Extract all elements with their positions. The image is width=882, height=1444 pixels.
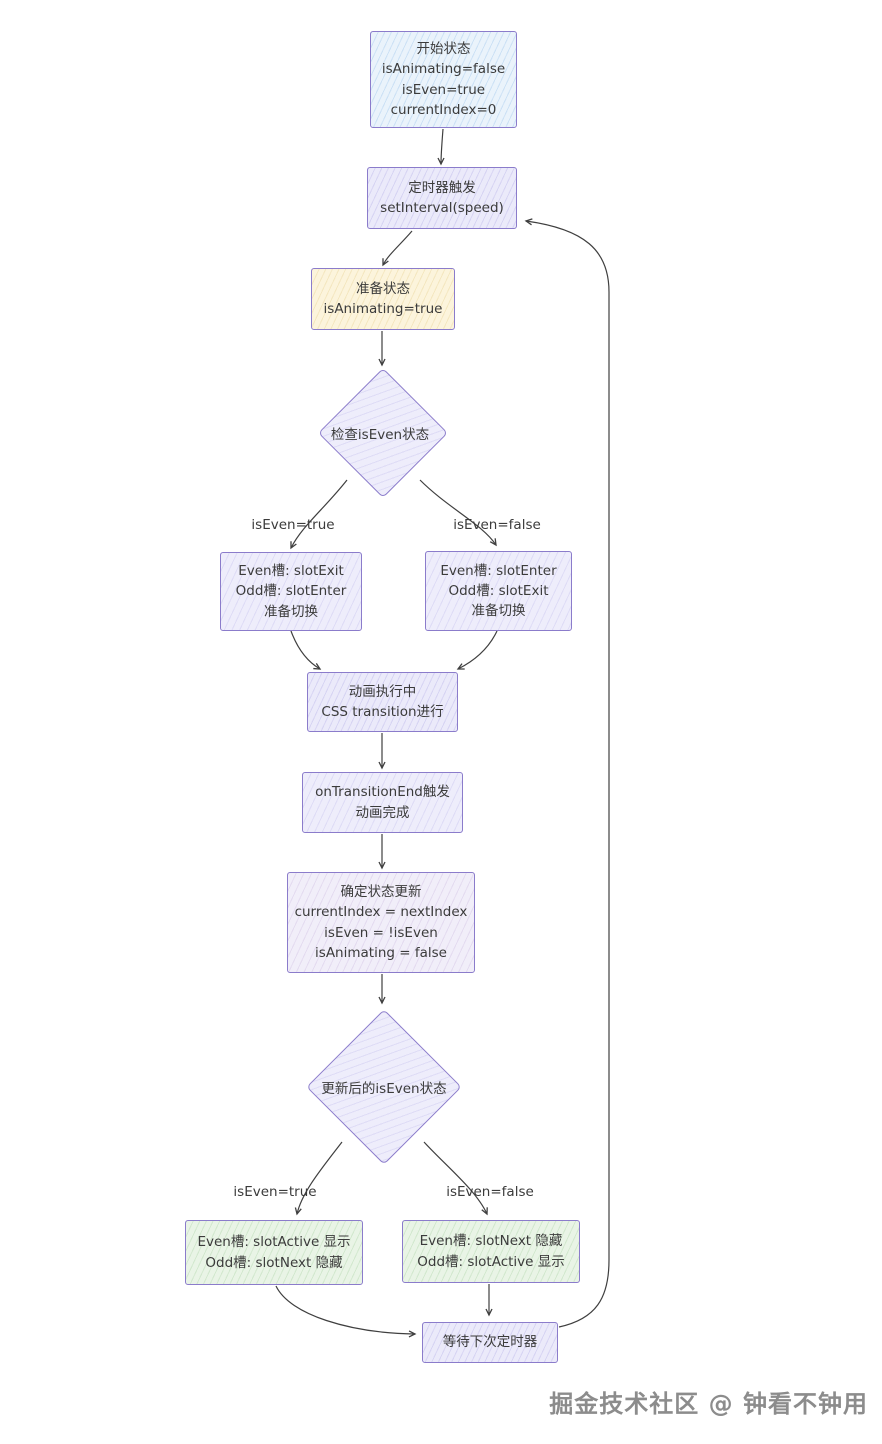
node-line: 确定状态更新 <box>340 884 422 900</box>
node-line: currentIndex = nextIndex <box>294 904 468 921</box>
node-state-update: 确定状态更新 currentIndex = nextIndex isEven =… <box>287 872 475 973</box>
node-transition-end: onTransitionEnd触发 动画完成 <box>302 772 463 833</box>
node-branch-even-false: Even槽: slotEnter Odd槽: slotExit 准备切换 <box>425 551 572 631</box>
node-wait-next-timer: 等待下次定时器 <box>422 1322 558 1363</box>
node-result-even-true: Even槽: slotActive 显示 Odd槽: slotNext 隐藏 <box>185 1220 363 1285</box>
node-line: Even槽: slotActive 显示 <box>197 1234 351 1251</box>
node-line: isEven=true <box>401 81 486 98</box>
node-line: Odd槽: slotActive 显示 <box>417 1253 565 1270</box>
node-line: Even槽: slotExit <box>238 563 344 580</box>
node-line: Even槽: slotEnter <box>440 562 557 579</box>
decision-updated-iseven-label: 更新后的isEven状态 <box>321 1081 447 1097</box>
edge-label-iseven-true: isEven=true <box>251 517 335 533</box>
node-line: 定时器触发 <box>408 179 476 196</box>
node-branch-even-true: Even槽: slotExit Odd槽: slotEnter 准备切换 <box>220 552 362 631</box>
node-line: 动画完成 <box>355 804 410 821</box>
edge-label-updated-iseven-true: isEven=true <box>233 1184 317 1200</box>
node-line: onTransitionEnd触发 <box>315 784 450 801</box>
node-line: isAnimating=true <box>323 301 443 317</box>
node-timer-trigger: 定时器触发 setInterval(speed) <box>367 167 517 229</box>
node-line: Odd槽: slotNext 隐藏 <box>205 1254 343 1271</box>
node-start-state: 开始状态 isAnimating=false isEven=true curre… <box>370 31 517 128</box>
node-line: setInterval(speed) <box>380 200 504 216</box>
node-line: currentIndex=0 <box>390 101 497 118</box>
node-line: Even槽: slotNext 隐藏 <box>419 1233 563 1250</box>
edge-label-updated-iseven-false: isEven=false <box>446 1184 534 1200</box>
node-line: CSS transition进行 <box>321 704 444 720</box>
node-line: 准备切换 <box>471 603 526 620</box>
watermark-text: 掘金技术社区 @ 钟看不钟用 <box>549 1390 868 1418</box>
node-line: 等待下次定时器 <box>442 1334 538 1351</box>
node-result-even-false: Even槽: slotNext 隐藏 Odd槽: slotActive 显示 <box>402 1220 580 1283</box>
node-line: 动画执行中 <box>348 683 417 700</box>
edge-label-iseven-false: isEven=false <box>453 517 541 533</box>
node-line: isEven = !isEven <box>324 924 438 941</box>
node-line: Odd槽: slotExit <box>448 582 549 599</box>
node-line: isAnimating = false <box>315 944 447 961</box>
decision-check-iseven-label: 检查isEven状态 <box>330 427 430 443</box>
node-line: Odd槽: slotEnter <box>235 583 347 600</box>
node-line: isAnimating=false <box>381 61 506 78</box>
node-animation-running: 动画执行中 CSS transition进行 <box>307 672 458 732</box>
node-line: 准备切换 <box>264 603 318 620</box>
node-prepare-state: 准备状态 isAnimating=true <box>311 268 455 330</box>
node-line: 开始状态 <box>416 41 471 57</box>
node-line: 准备状态 <box>356 280 410 297</box>
